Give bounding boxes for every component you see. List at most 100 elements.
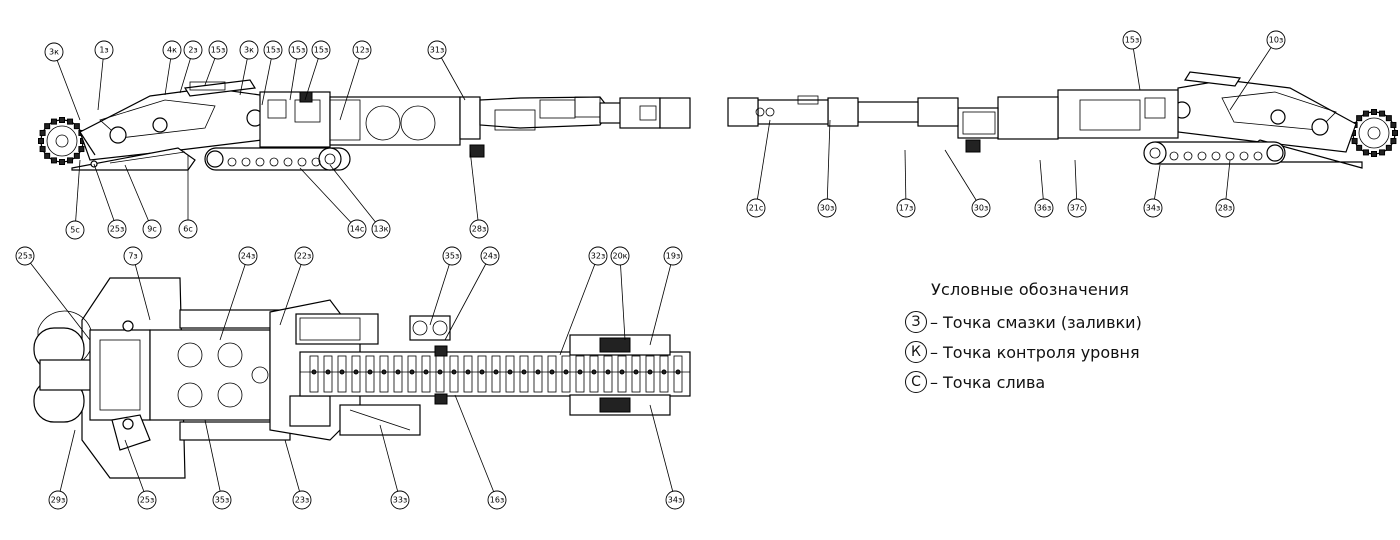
svg-text:4к: 4к <box>167 46 177 55</box>
leader-line <box>649 404 676 501</box>
leader-line <box>649 255 674 346</box>
svg-text:3к: 3к <box>49 48 59 57</box>
top-view <box>33 277 691 479</box>
legend-dash: – <box>930 312 938 332</box>
svg-text:30з: 30з <box>820 204 834 213</box>
legend-dash: – <box>930 372 938 392</box>
svg-text:25з: 25з <box>110 225 124 234</box>
cutter-head-left <box>38 117 86 165</box>
cutter-head-right <box>1350 109 1398 157</box>
leader-line <box>454 394 498 501</box>
legend-dash: – <box>930 342 938 362</box>
svg-text:35з: 35з <box>445 252 459 261</box>
level-check-point-symbol-icon: К <box>905 341 927 363</box>
callout-16з: 16з <box>487 490 507 510</box>
leader-line <box>1229 39 1277 111</box>
svg-text:29з: 29з <box>51 496 65 505</box>
leader-line <box>132 255 151 321</box>
leader-line <box>559 255 599 356</box>
svg-text:17з: 17з <box>899 204 913 213</box>
callout-25з: 25з <box>137 490 157 510</box>
callout-28з: 28з <box>469 219 489 239</box>
svg-text:16з: 16з <box>490 496 504 505</box>
callout-14с: 14с <box>347 219 367 239</box>
svg-text:3к: 3к <box>244 46 254 55</box>
svg-text:28з: 28з <box>472 225 486 234</box>
leader-line <box>74 159 81 231</box>
callout-35з: 35з <box>442 246 462 266</box>
callout-35з: 35з <box>212 490 232 510</box>
callout-32з: 32з <box>588 246 608 266</box>
crawler-track-left <box>204 147 351 171</box>
callout-15з: 15з <box>1122 30 1142 50</box>
svg-text:33з: 33з <box>393 496 407 505</box>
leader-line <box>469 149 480 230</box>
callout-15з: 15з <box>263 40 283 60</box>
callout-30з: 30з <box>971 198 991 218</box>
svg-text:6с: 6с <box>183 225 193 234</box>
legend-title: Условные обозначения <box>931 280 1130 299</box>
callout-34з: 34з <box>665 490 685 510</box>
legend-item-text: Точка слива <box>943 372 1046 392</box>
svg-text:15з: 15з <box>314 46 328 55</box>
leader-line <box>444 255 491 341</box>
svg-text:30з: 30з <box>974 204 988 213</box>
svg-text:20к: 20к <box>612 252 627 261</box>
callout-2з: 2з <box>183 40 203 60</box>
svg-text:22з: 22з <box>297 252 311 261</box>
svg-text:34з: 34з <box>668 496 682 505</box>
svg-text:15з: 15з <box>1125 36 1139 45</box>
svg-text:24з: 24з <box>241 252 255 261</box>
leader-line <box>284 439 303 501</box>
svg-text:34з: 34з <box>1146 204 1160 213</box>
callout-28з: 28з <box>1215 198 1235 218</box>
leader-line <box>944 149 982 209</box>
callout-34з: 34з <box>1143 198 1163 218</box>
legend-item-lubrication: З – Точка смазки (заливки) <box>905 307 1142 337</box>
callout-25з: 25з <box>107 219 127 239</box>
callout-13к: 13к <box>371 219 391 239</box>
svg-text:13к: 13к <box>373 225 388 234</box>
legend-item-level-check: К – Точка контроля уровня <box>905 337 1142 367</box>
callout-5с: 5с <box>65 220 85 240</box>
svg-text:15з: 15з <box>266 46 280 55</box>
legend: Условные обозначения З – Точка смазки (з… <box>905 280 1142 397</box>
leader-line <box>339 49 363 121</box>
leader-line <box>299 167 358 230</box>
svg-text:14с: 14с <box>350 225 365 234</box>
legend-item-text: Точка контроля уровня <box>943 342 1140 362</box>
svg-text:9с: 9с <box>147 225 157 234</box>
svg-text:10з: 10з <box>1269 36 1283 45</box>
drain-point-symbol-icon: С <box>905 371 927 393</box>
leader-line <box>755 119 771 209</box>
callout-6с: 6с <box>178 219 198 239</box>
callout-10з: 10з <box>1266 30 1286 50</box>
callout-29з: 29з <box>48 490 68 510</box>
callout-31з: 31з <box>427 40 447 60</box>
callout-19з: 19з <box>663 246 683 266</box>
svg-text:23з: 23з <box>295 496 309 505</box>
callout-15з: 15з <box>208 40 228 60</box>
svg-text:32з: 32з <box>591 252 605 261</box>
leader-line <box>204 419 223 501</box>
callout-36з: 36з <box>1034 198 1054 218</box>
svg-text:15з: 15з <box>211 46 225 55</box>
leader-line <box>619 255 626 341</box>
conveyor-top <box>299 351 691 397</box>
leader-line <box>429 255 453 326</box>
callout-30з: 30з <box>817 198 837 218</box>
callout-12з: 12з <box>352 40 372 60</box>
callout-1з: 1з <box>94 40 114 60</box>
leader-line <box>436 49 466 101</box>
lubrication-point-symbol-icon: З <box>905 311 927 333</box>
callout-20к: 20к <box>610 246 630 266</box>
callout-7з: 7з <box>123 246 143 266</box>
callout-15з: 15з <box>288 40 308 60</box>
callout-4к: 4к <box>162 40 182 60</box>
callout-9с: 9с <box>142 219 162 239</box>
leader-line <box>826 119 831 209</box>
leader-line <box>24 255 91 341</box>
svg-text:35з: 35з <box>215 496 229 505</box>
svg-text:21с: 21с <box>749 204 764 213</box>
